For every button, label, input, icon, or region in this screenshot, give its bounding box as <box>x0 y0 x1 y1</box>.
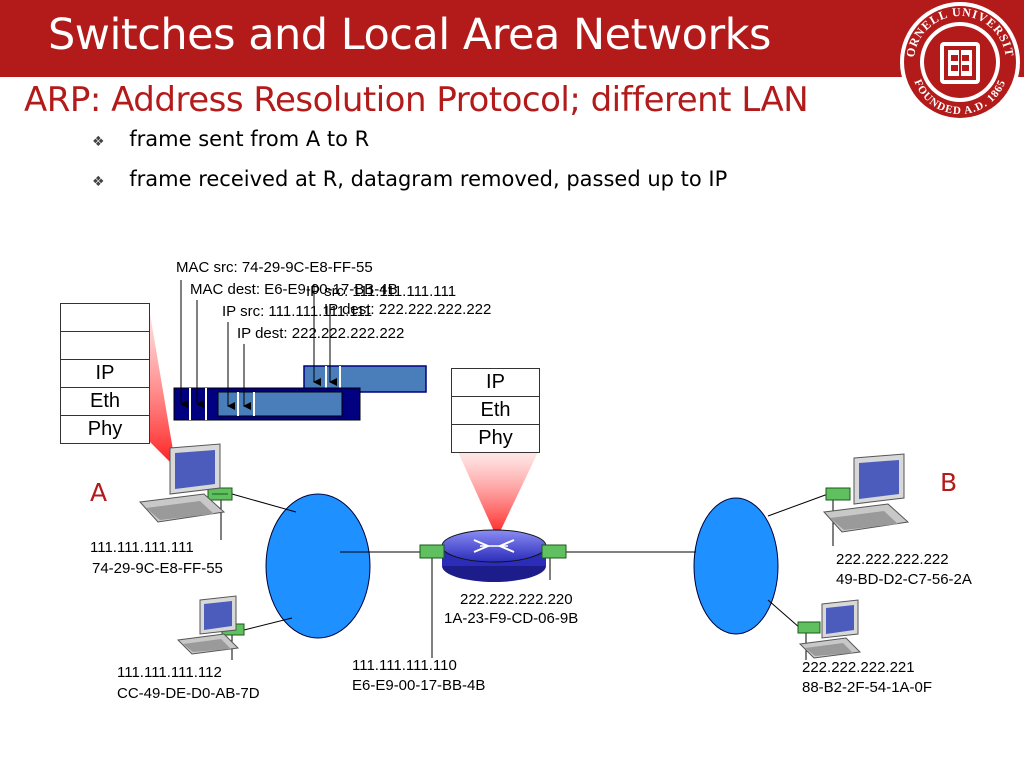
stack-r-layer-ip: IP <box>452 369 539 397</box>
label-ip-dest-back: IP dest: 222.222.222.222 <box>324 301 492 318</box>
nic-host-a <box>207 487 233 501</box>
computer-a2-icon <box>176 595 240 655</box>
frame-front <box>173 387 361 421</box>
bullet-1-text: frame sent from A to R <box>129 127 370 151</box>
host-a2-ip: 111.111.111.112 <box>117 664 222 681</box>
title-bar <box>0 0 1024 77</box>
slide-subtitle: ARP: Address Resolution Protocol; differ… <box>24 80 809 120</box>
stack-a-layer-ip: IP <box>61 360 149 388</box>
stack-a-layer-transport <box>61 332 149 360</box>
label-ip-src-back: IP src: 111.111.111.111 <box>306 283 457 300</box>
host-a-label: A <box>90 478 108 507</box>
beam-router <box>458 452 538 538</box>
cornell-seal-logo: CORNELL UNIVERSITY FOUNDED A.D. 1865 <box>896 0 1020 122</box>
label-ip-dest: IP dest: 222.222.222.222 <box>237 325 405 342</box>
slide-title: Switches and Local Area Networks <box>48 10 771 60</box>
host-b-mac: 49-BD-D2-C7-56-2A <box>836 571 972 588</box>
label-mac-src: MAC src: 74-29-9C-E8-FF-55 <box>176 259 373 276</box>
router-left-mac: E6-E9-00-17-BB-4B <box>352 677 486 694</box>
stack-r-layer-eth: Eth <box>452 397 539 425</box>
bullet-diamond-icon: ❖ <box>92 134 105 150</box>
lan-cloud-left <box>265 493 371 639</box>
host-b2-mac: 88-B2-2F-54-1A-0F <box>802 679 933 696</box>
stack-a-layer-phy: Phy <box>87 418 123 440</box>
nic-host-b <box>825 487 851 501</box>
host-b-ip: 222.222.222.222 <box>836 551 949 568</box>
computer-b-icon <box>822 453 910 533</box>
nic-router-right <box>541 544 567 559</box>
router-right-ip: 222.222.222.220 <box>460 591 573 608</box>
stack-r-layer-phy: Phy <box>478 427 513 449</box>
nic-host-b2 <box>797 621 821 634</box>
host-b-label: B <box>940 468 958 497</box>
router-right-mac: 1A-23-F9-CD-06-9B <box>444 610 579 627</box>
bullet-2: ❖ frame received at R, datagram removed,… <box>92 167 727 191</box>
bullet-2-text: frame received at R, datagram removed, p… <box>129 167 728 191</box>
stack-a-layer-app <box>61 304 149 332</box>
label-ip-src: IP src: 111.111.111.111 <box>222 303 373 320</box>
computer-b2-icon <box>798 599 862 659</box>
protocol-stack-router: IP Eth Phy <box>451 368 540 453</box>
nic-router-left <box>419 544 445 559</box>
router-left-ip: 111.111.111.110 <box>352 657 457 674</box>
computer-a-icon <box>138 443 226 523</box>
host-a2-mac: CC-49-DE-D0-AB-7D <box>117 685 260 702</box>
host-a-ip: 111.111.111.111 <box>90 539 194 556</box>
label-mac-dest: MAC dest: E6-E9-00-17-BB-4B <box>190 281 398 298</box>
host-b2-ip: 222.222.222.221 <box>802 659 915 676</box>
lan-cloud-right <box>693 497 779 635</box>
host-a-mac: 74-29-9C-E8-FF-55 <box>92 560 223 577</box>
router-r <box>441 529 547 582</box>
protocol-stack-a: IP Eth Phy <box>60 303 150 444</box>
bullet-diamond-icon: ❖ <box>92 174 105 190</box>
beam-a <box>148 302 176 468</box>
bullet-1: ❖ frame sent from A to R <box>92 127 369 151</box>
stack-a-layer-eth: Eth <box>61 388 149 416</box>
